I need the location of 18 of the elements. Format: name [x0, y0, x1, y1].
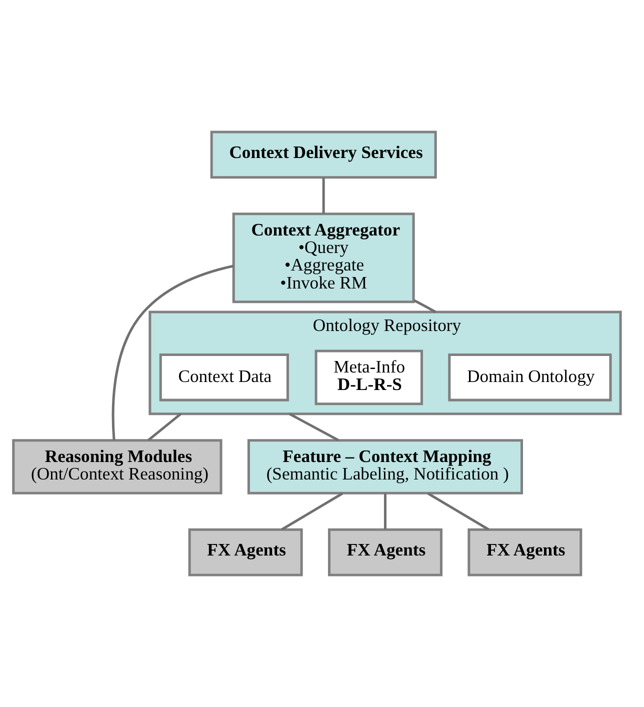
node-box: Meta-Info D-L-R-S [314, 350, 423, 406]
node-box: FX Agents [188, 528, 303, 576]
node-box: Reasoning Modules (Ont/Context Reasoning) [12, 439, 222, 494]
node-box: Context Data [159, 354, 289, 402]
node-box: Context Aggregator •Query •Aggregate •Invoke RM [232, 212, 415, 304]
connector [322, 178, 325, 214]
connector [384, 493, 386, 530]
node-box: Domain Ontology [448, 354, 612, 402]
node-box: FX Agents [328, 528, 442, 576]
node-box: FX Agents [468, 528, 582, 576]
connector [281, 492, 344, 531]
connector [288, 412, 340, 442]
node-box: Feature – Context Mapping (Semantic Labeling, Notification ) [247, 439, 524, 494]
connector [112, 264, 234, 440]
node-box: Context Delivery Services [210, 130, 437, 179]
connector [427, 492, 490, 531]
connector [413, 299, 436, 314]
connector [147, 412, 182, 442]
